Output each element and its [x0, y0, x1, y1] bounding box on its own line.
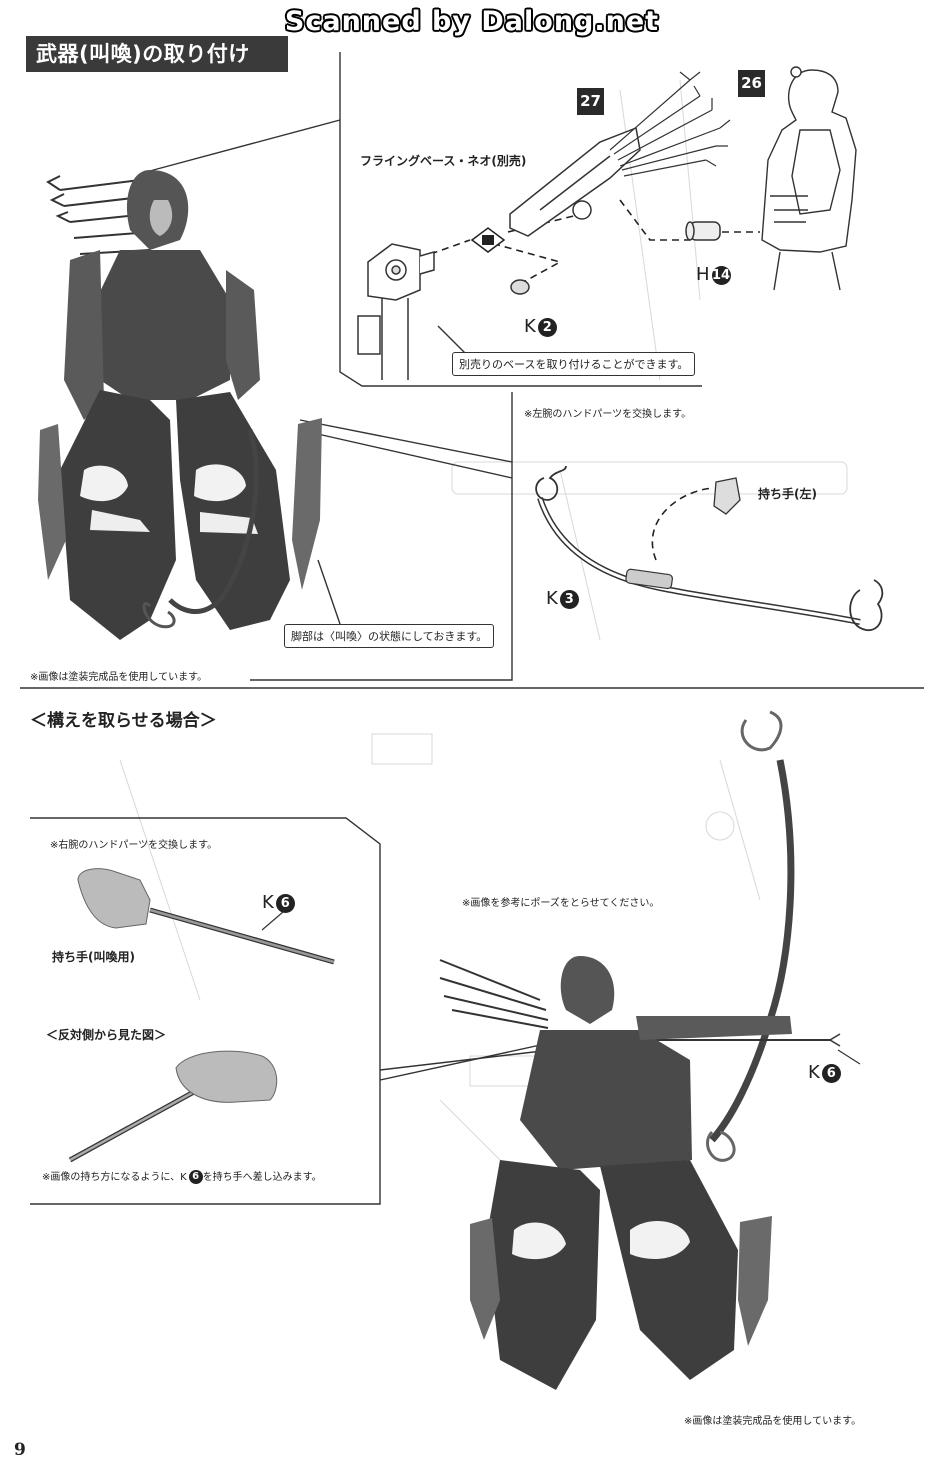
part-h-number: 14 [711, 266, 731, 285]
part-h14-drawing [685, 221, 721, 241]
insert-note-suffix: を持ち手へ差し込みます。 [202, 1172, 322, 1183]
top-section-frame [20, 52, 924, 689]
painted-note-top: ※画像は塗装完成品を使用しています。 [30, 672, 208, 683]
right-arm-note: ※右腕のハンドパーツを交換します。 [50, 840, 218, 851]
part-k3-letter: K [546, 588, 558, 609]
section-title: 武器(叫喚)の取り付け [26, 36, 288, 72]
connector-joint [470, 227, 506, 253]
grip-hand-pose-label: 持ち手(叫喚用) [52, 950, 135, 964]
part-h-letter: H [696, 264, 710, 285]
grip-hand-k6-drawing [77, 868, 335, 965]
part-k6-number: 6 [275, 894, 295, 913]
part-k6-letter-right: K [808, 1062, 820, 1083]
pose-heading: ＜構えを取らせる場合＞ [30, 711, 217, 731]
opposite-view-heading: ＜反対側から見た図＞ [46, 1028, 167, 1042]
base-note-callout: 別売りのベースを取り付けることができます。 [452, 352, 696, 376]
grip-hand-opposite-drawing [68, 1050, 278, 1163]
part-k2-letter: K [524, 316, 536, 337]
grip-hand-left-drawing [713, 477, 741, 515]
page-number: 9 [14, 1440, 26, 1460]
leg-note-callout: 脚部は〈叫喚〉の状態にしておきます。 [284, 624, 495, 648]
bow-k3-drawing [535, 465, 884, 631]
step-27-badge: 27 [577, 88, 604, 115]
part-k6-letter: K [262, 892, 274, 913]
part-k2-number: 2 [537, 318, 557, 337]
painted-figure-posed [439, 710, 861, 1390]
figure-back-drawing [761, 66, 857, 291]
grip-hand-left-label: 持ち手(左) [758, 487, 817, 501]
scanner-watermark: Scanned by Dalong.net [284, 6, 660, 37]
flying-base-label: フライングベース・ネオ(別売) [360, 154, 527, 168]
insert-note-prefix: ※画像の持ち方になるように、K [42, 1172, 187, 1183]
painted-figure-top [38, 170, 322, 640]
part-k3-number: 3 [559, 590, 579, 609]
assembly-guides [407, 199, 760, 561]
part-k2-drawing [510, 279, 530, 295]
step-26-badge: 26 [738, 70, 765, 97]
part-k6-number-right: 6 [821, 1064, 841, 1083]
left-arm-note: ※左腕のハンドパーツを交換します。 [524, 409, 692, 420]
painted-note-bottom: ※画像は塗装完成品を使用しています。 [684, 1416, 862, 1427]
flying-base-drawing [357, 243, 435, 380]
insert-note-number: 6 [188, 1170, 203, 1184]
reference-pose-note: ※画像を参考にポーズをとらせてください。 [462, 898, 660, 909]
quiver-drawing [509, 71, 731, 237]
